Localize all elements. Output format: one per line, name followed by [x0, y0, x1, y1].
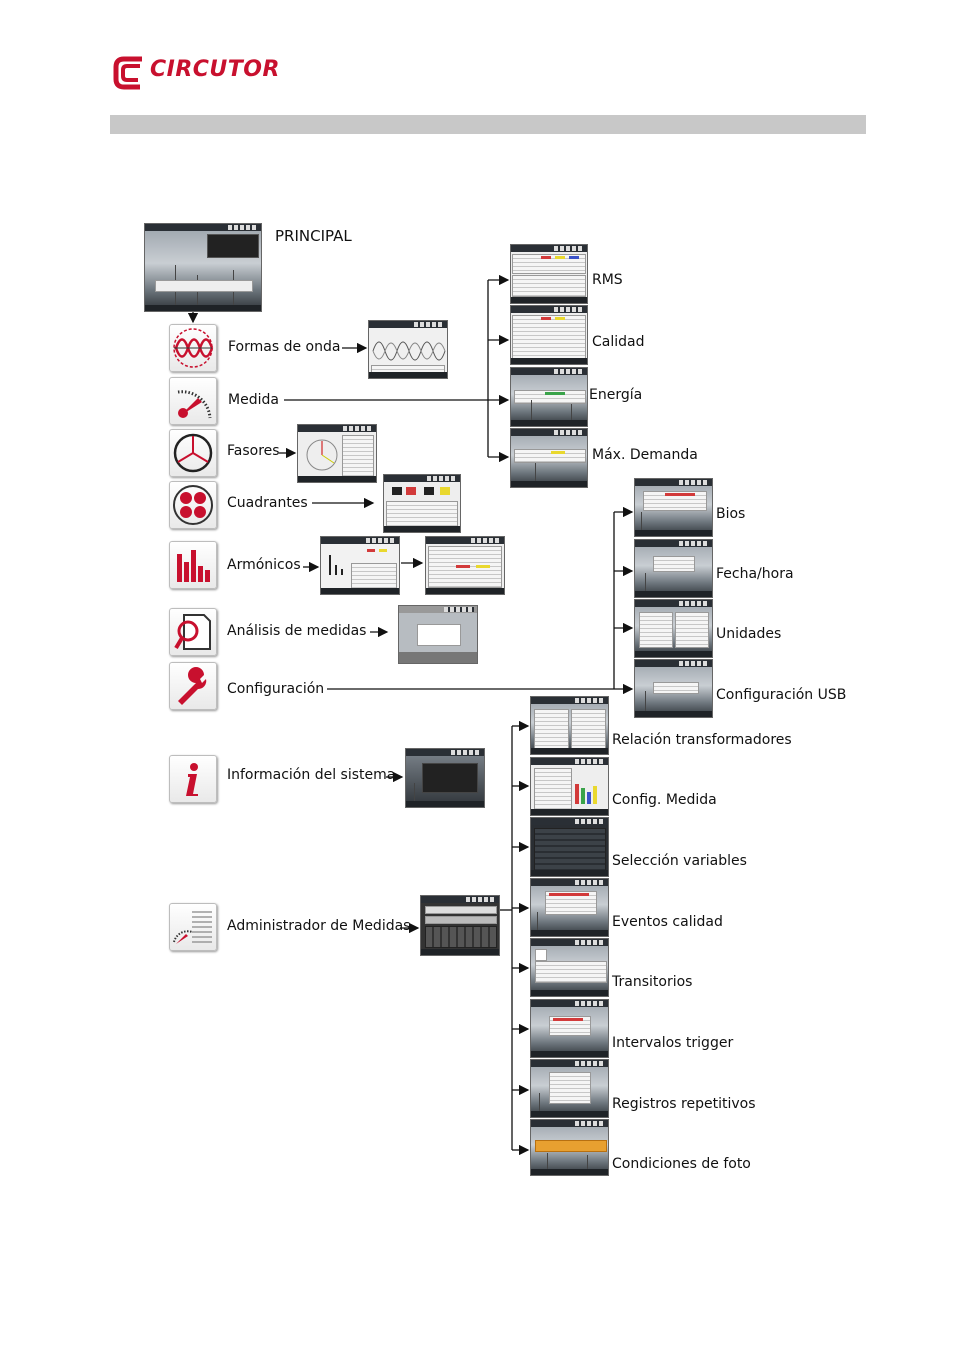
- gauge-icon[interactable]: [169, 377, 217, 425]
- config-medida-screenshot: [530, 757, 609, 816]
- medida-child-energia: Energía: [589, 387, 643, 403]
- config-child-bios: Bios: [716, 506, 746, 522]
- menu-label-formas-de-onda: Formas de onda: [228, 339, 341, 355]
- registros-repetitivos-screenshot: [530, 1059, 609, 1118]
- medida-child-rms: RMS: [592, 272, 623, 288]
- admin-child-config-medida: Config. Medida: [612, 792, 717, 808]
- menu-label-medida: Medida: [228, 392, 279, 408]
- medida-child-max-demanda: Máx. Demanda: [592, 447, 698, 463]
- informacion-screenshot: [405, 748, 485, 808]
- fecha-hora-screenshot: [634, 539, 713, 598]
- relacion-transformadores-screenshot: [530, 696, 609, 755]
- circutor-logo-mark-icon: [113, 56, 142, 90]
- eventos-calidad-screenshot: [530, 878, 609, 937]
- admin-child-registros-repetitivos: Registros repetitivos: [612, 1096, 756, 1112]
- info-icon[interactable]: [169, 755, 217, 803]
- sd-card-search-icon[interactable]: [169, 608, 217, 656]
- menu-label-analisis-de-medidas: Análisis de medidas: [227, 623, 367, 639]
- principal-label: PRINCIPAL: [275, 227, 352, 245]
- configuracion-usb-screenshot: [634, 659, 713, 718]
- menu-label-armonicos: Armónicos: [227, 557, 301, 573]
- wrench-icon[interactable]: [169, 662, 217, 710]
- admin-child-transitorios: Transitorios: [612, 974, 693, 990]
- armonicos-table-screenshot: [425, 536, 505, 595]
- phasor-icon[interactable]: [169, 429, 217, 477]
- config-child-configuracion-usb: Configuración USB: [716, 687, 847, 703]
- admin-child-eventos-calidad: Eventos calidad: [612, 914, 723, 930]
- principal-screenshot: [144, 223, 262, 312]
- cuadrantes-screenshot: [383, 474, 461, 533]
- energia-screenshot: [510, 367, 588, 427]
- menu-label-fasores: Fasores: [227, 443, 280, 459]
- administrador-screenshot: [420, 895, 500, 956]
- menu-label-configuracion: Configuración: [227, 681, 325, 697]
- config-child-fecha-hora: Fecha/hora: [716, 566, 794, 582]
- bios-screenshot: [634, 478, 713, 537]
- measures-manager-icon[interactable]: [169, 903, 217, 951]
- section-header-bar: [110, 115, 866, 134]
- medida-child-calidad: Calidad: [592, 334, 645, 350]
- circutor-logo: [112, 55, 292, 91]
- quadrants-icon[interactable]: [169, 481, 217, 529]
- seleccion-variables-screenshot: [530, 817, 609, 877]
- formas-de-onda-screenshot: [368, 320, 448, 379]
- condiciones-de-foto-screenshot: [530, 1119, 609, 1176]
- rms-screenshot: [510, 244, 588, 304]
- analisis-screenshot: [398, 605, 478, 664]
- transitorios-screenshot: [530, 938, 609, 997]
- fasores-screenshot: [297, 424, 377, 483]
- calidad-screenshot: [510, 305, 588, 365]
- unidades-screenshot: [634, 599, 713, 658]
- max-demanda-screenshot: [510, 428, 588, 488]
- admin-child-condiciones-de-foto: Condiciones de foto: [612, 1156, 751, 1172]
- config-child-unidades: Unidades: [716, 626, 782, 642]
- menu-label-administrador-de-medidas: Administrador de Medidas: [227, 918, 411, 934]
- brand-name: CIRCUTOR: [150, 57, 280, 82]
- admin-child-intervalos-trigger: Intervalos trigger: [612, 1035, 734, 1051]
- intervalos-trigger-screenshot: [530, 999, 609, 1058]
- bar-chart-icon[interactable]: [169, 541, 217, 589]
- admin-child-seleccion-variables: Selección variables: [612, 853, 747, 869]
- menu-label-cuadrantes: Cuadrantes: [227, 495, 308, 511]
- menu-label-informacion-del-sistema: Información del sistema: [227, 767, 396, 783]
- admin-child-relacion-transformadores: Relación transformadores: [612, 732, 792, 748]
- waveform-icon[interactable]: [169, 324, 217, 372]
- armonicos-chart-screenshot: [320, 536, 400, 595]
